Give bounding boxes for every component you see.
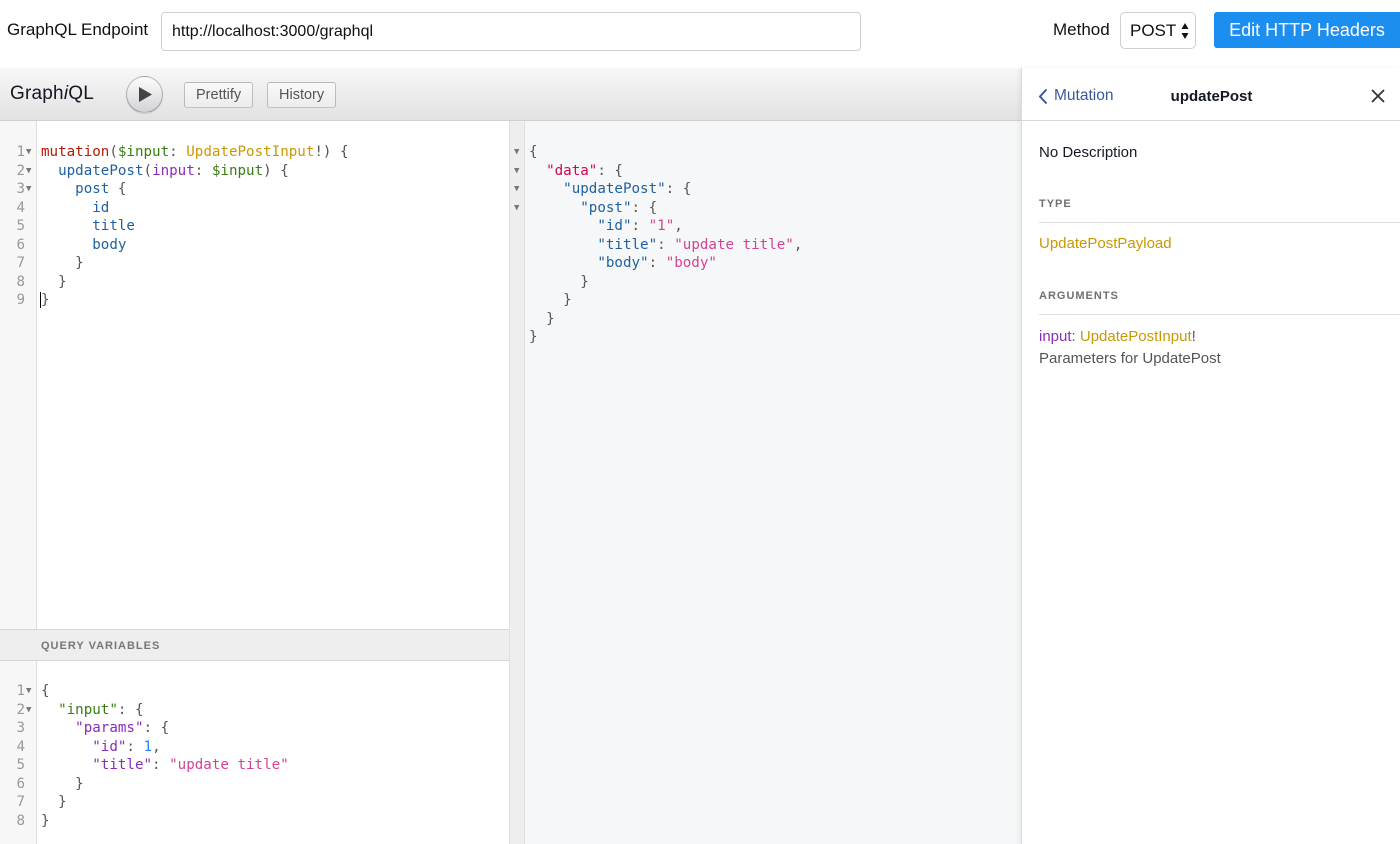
prettify-button[interactable]: Prettify xyxy=(184,82,254,108)
query-code[interactable]: 1▼mutation($input: UpdatePostInput!) { 2… xyxy=(16,143,349,310)
query-variables-title: QUERY VARIABLES xyxy=(41,640,161,652)
type-section-title: TYPE xyxy=(1039,198,1072,210)
code-line: 9} xyxy=(16,292,50,308)
argument-name: input xyxy=(1039,328,1072,345)
line-number-gutter xyxy=(0,121,37,629)
chevron-left-icon xyxy=(1038,88,1048,104)
code-line: ▼ "updatePost": { xyxy=(514,181,692,197)
code-line: 1▼{ xyxy=(16,683,50,699)
type-link[interactable]: UpdatePostPayload xyxy=(1039,235,1172,252)
code-line: 7 } xyxy=(16,255,84,271)
code-line: 3 "params": { xyxy=(16,720,170,736)
code-line: ▼{ xyxy=(514,144,538,160)
code-line: } xyxy=(529,310,555,327)
docs-back-link[interactable]: Mutation xyxy=(1038,87,1113,105)
result-viewer[interactable]: ▼{ ▼ "data": { ▼ "updatePost": { ▼ "post… xyxy=(509,121,1021,844)
argument-item: input: UpdatePostInput! xyxy=(1039,328,1196,345)
fold-arrow-icon: ▼ xyxy=(514,184,520,194)
docs-back-label: Mutation xyxy=(1054,87,1114,104)
code-line: "title": "update title", xyxy=(597,236,803,253)
code-line: } xyxy=(529,329,538,345)
edit-http-headers-button[interactable]: Edit HTTP Headers xyxy=(1214,12,1400,48)
up-down-arrows-icon xyxy=(1181,23,1189,39)
code-line: ▼ "data": { xyxy=(514,162,623,179)
code-line: 7 } xyxy=(16,794,67,810)
graphiql-logo: GraphiQL xyxy=(10,83,94,104)
docs-description: No Description xyxy=(1039,144,1138,161)
code-line: 2▼ updatePost(input: $input) { xyxy=(16,162,289,179)
fold-arrow-icon: ▼ xyxy=(26,165,32,176)
argument-type-link[interactable]: UpdatePostInput xyxy=(1079,328,1192,345)
method-label: Method xyxy=(1053,20,1110,39)
code-line: 2▼ "input": { xyxy=(16,701,144,718)
docs-header: updatePost Mutation xyxy=(1022,68,1400,121)
query-variables-header[interactable]: QUERY VARIABLES xyxy=(0,629,509,661)
fold-arrow-icon: ▼ xyxy=(26,147,32,157)
section-divider xyxy=(1039,314,1400,315)
code-line: 4 id xyxy=(16,199,110,216)
fold-arrow-icon: ▼ xyxy=(514,147,520,157)
history-button[interactable]: History xyxy=(267,82,337,108)
code-line: "body": "body" xyxy=(597,255,717,271)
code-line: } xyxy=(529,292,572,308)
fold-arrow-icon: ▼ xyxy=(514,202,520,213)
docs-explorer: updatePost Mutation No Description TYPE … xyxy=(1021,68,1400,844)
result-gutter xyxy=(510,121,524,844)
graphiql-toolbar: GraphiQL Prettify History xyxy=(0,68,1021,121)
fold-arrow-icon: ▼ xyxy=(26,686,32,696)
arguments-section-title: ARGUMENTS xyxy=(1039,290,1119,302)
code-line: 5 title xyxy=(16,218,135,234)
code-line: "id": "1", xyxy=(597,218,683,234)
query-editor[interactable]: 1▼mutation($input: UpdatePostInput!) { 2… xyxy=(0,121,509,629)
fold-arrow-icon: ▼ xyxy=(26,704,32,715)
endpoint-bar: GraphQL Endpoint Method POST Edit HTTP H… xyxy=(0,0,1400,68)
code-line: } xyxy=(529,273,589,290)
close-icon[interactable] xyxy=(1371,89,1385,103)
code-line: 6 body xyxy=(16,236,127,253)
fold-arrow-icon: ▼ xyxy=(26,184,32,194)
method-select[interactable]: POST xyxy=(1120,12,1196,49)
endpoint-label: GraphQL Endpoint xyxy=(7,20,149,39)
code-line: 5 "title": "update title" xyxy=(16,757,289,773)
code-line: 4 "id": 1, xyxy=(16,738,161,755)
section-divider xyxy=(1039,222,1400,223)
code-line: 3▼ post { xyxy=(16,181,127,197)
endpoint-input[interactable] xyxy=(161,12,861,51)
code-line: 6 } xyxy=(16,775,84,792)
variables-editor[interactable]: 1▼{ 2▼ "input": { 3 "params": { 4 "id": … xyxy=(0,661,509,844)
code-line: 8} xyxy=(16,812,50,829)
code-line: ▼ "post": { xyxy=(514,199,658,216)
docs-title: updatePost xyxy=(1170,88,1253,105)
run-query-button[interactable] xyxy=(126,76,163,113)
line-number-gutter xyxy=(0,661,37,844)
result-code: ▼{ ▼ "data": { ▼ "updatePost": { ▼ "post… xyxy=(514,143,803,347)
method-value: POST xyxy=(1130,20,1177,40)
code-line: 8 } xyxy=(16,273,67,290)
fold-arrow-icon: ▼ xyxy=(514,165,520,176)
code-line: 1▼mutation($input: UpdatePostInput!) { xyxy=(16,144,349,160)
variables-code[interactable]: 1▼{ 2▼ "input": { 3 "params": { 4 "id": … xyxy=(16,682,289,830)
argument-description: Parameters for UpdatePost xyxy=(1039,350,1221,367)
play-icon xyxy=(139,87,152,102)
